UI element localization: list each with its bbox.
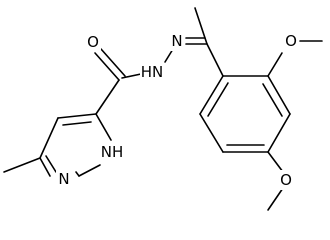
pyrazole-methyl-bond — [3, 157, 41, 173]
benzene-bond — [199, 75, 224, 115]
ortho-methoxy-oxygen-label: O — [285, 32, 297, 50]
para-methoxy-oxygen-label: O — [280, 171, 292, 189]
carbonyl-double-bond — [94, 52, 120, 81]
pyrazole-c5-carbonyl-bond — [95, 79, 120, 115]
pyrazole-n-n-bond — [75, 171, 80, 177]
ortho-aryl-oxygen-bond — [267, 52, 283, 77]
carbonyl-double-bond-inner — [100, 48, 126, 77]
pyrazole-c4-c5-double-bond — [57, 113, 97, 119]
benzene-inner-bond — [262, 83, 283, 117]
carbonyl-oxygen-label: O — [87, 33, 99, 51]
imine-nitrogen-label: N — [171, 32, 182, 50]
pyrazole-bond — [78, 164, 101, 177]
pyrazole-c3-n-double-bond — [39, 157, 51, 177]
pyrazole-nh-label: NH — [101, 143, 124, 161]
para-methoxy-methyl-bond — [267, 187, 284, 211]
imine-aryl-bond — [206, 43, 224, 77]
pyrazole-c3-n-double-bond-inner — [45, 155, 57, 173]
benzene-inner-bond — [207, 82, 229, 117]
benzene-bond — [267, 113, 291, 153]
hydrazide-n-n-bond — [164, 48, 174, 63]
bond-lines — [3, 7, 323, 211]
pyrazole-bond — [39, 117, 59, 159]
pyrazole-nitrogen-label: N — [58, 170, 69, 188]
imine-methyl-bond — [194, 7, 208, 45]
pyrazole-c4-c5-double-bond-inner — [62, 121, 92, 126]
chemical-structure: O HN N NH N O O — [3, 7, 323, 211]
pyrazole-bond — [95, 113, 112, 141]
benzene-bond — [267, 75, 291, 115]
atom-labels: O HN N NH N O O — [56, 31, 299, 190]
para-aryl-oxygen-bond — [267, 151, 284, 173]
benzene-bond — [199, 113, 224, 153]
amide-bond — [121, 73, 142, 79]
hydrazide-nh-label: HN — [141, 63, 164, 81]
